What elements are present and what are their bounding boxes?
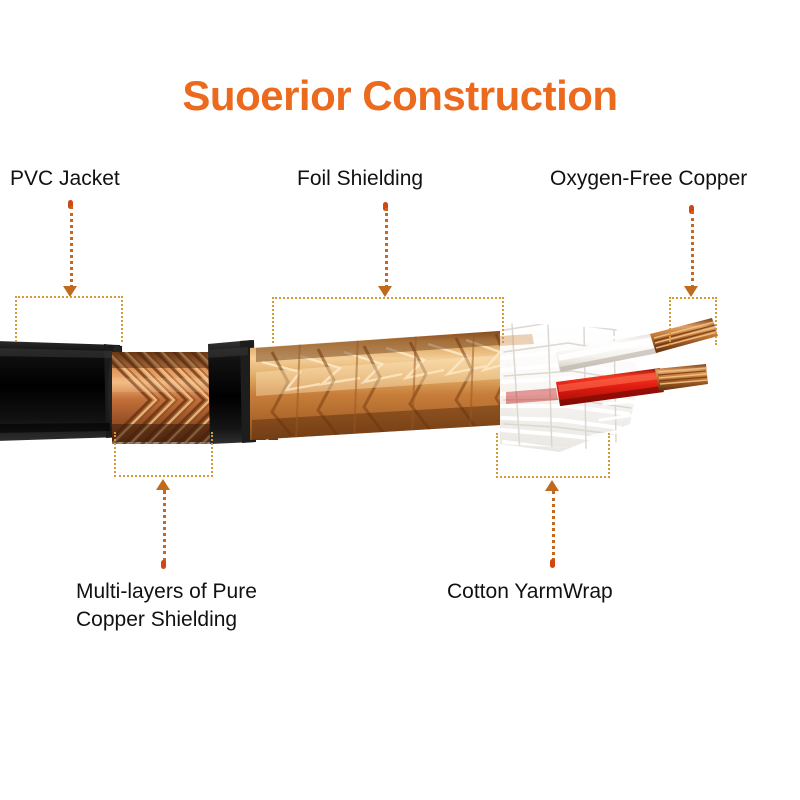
bracket-multi-layer-copper-shielding bbox=[114, 432, 213, 477]
leader-cap-oxygen-free-copper bbox=[689, 205, 694, 214]
leader-cap-pvc-jacket bbox=[68, 200, 73, 209]
leader-line-oxygen-free-copper bbox=[691, 211, 694, 288]
arrow-up-multi-layer-copper-shielding bbox=[156, 479, 170, 490]
leader-line-cotton-yarn-wrap bbox=[552, 491, 555, 561]
red-insulated-conductor bbox=[556, 368, 664, 406]
bracket-pvc-jacket bbox=[15, 296, 123, 342]
leader-cap-foil-shielding bbox=[383, 202, 388, 211]
foil-shield-layer bbox=[250, 330, 517, 440]
bare-copper-strands-white bbox=[650, 318, 718, 353]
bracket-cotton-yarn-wrap bbox=[496, 433, 610, 478]
leader-line-multi-layer-copper-shielding bbox=[163, 490, 166, 562]
leader-cap-multi-layer-copper-shielding bbox=[161, 560, 166, 569]
bracket-oxygen-free-copper bbox=[669, 297, 717, 345]
arrow-down-foil-shielding bbox=[378, 286, 392, 297]
leader-line-pvc-jacket bbox=[70, 206, 73, 288]
bracket-foil-shielding bbox=[272, 297, 504, 343]
copper-braid-shield-layer bbox=[112, 352, 278, 444]
arrow-down-pvc-jacket bbox=[63, 286, 77, 297]
pvc-jacket-layer bbox=[0, 341, 126, 441]
white-insulated-conductor bbox=[556, 333, 660, 372]
callout-label-pvc-jacket: PVC Jacket bbox=[10, 167, 120, 190]
callout-label-multi-layer-copper-shielding: Multi-layers of Pure Copper Shielding bbox=[76, 580, 257, 631]
black-band-layer bbox=[208, 340, 256, 444]
callout-label-foil-shielding: Foil Shielding bbox=[297, 167, 424, 190]
callout-label-oxygen-free-copper: Oxygen-Free Copper bbox=[550, 167, 748, 190]
arrow-down-oxygen-free-copper bbox=[684, 286, 698, 297]
bare-copper-strands-red bbox=[655, 364, 709, 391]
page-title: Suoerior Construction bbox=[182, 72, 618, 119]
arrow-up-cotton-yarn-wrap bbox=[545, 480, 559, 491]
leader-line-foil-shielding bbox=[385, 208, 388, 288]
callout-label-cotton-yarn-wrap: Cotton YarmWrap bbox=[447, 580, 613, 603]
leader-cap-cotton-yarn-wrap bbox=[550, 559, 555, 568]
